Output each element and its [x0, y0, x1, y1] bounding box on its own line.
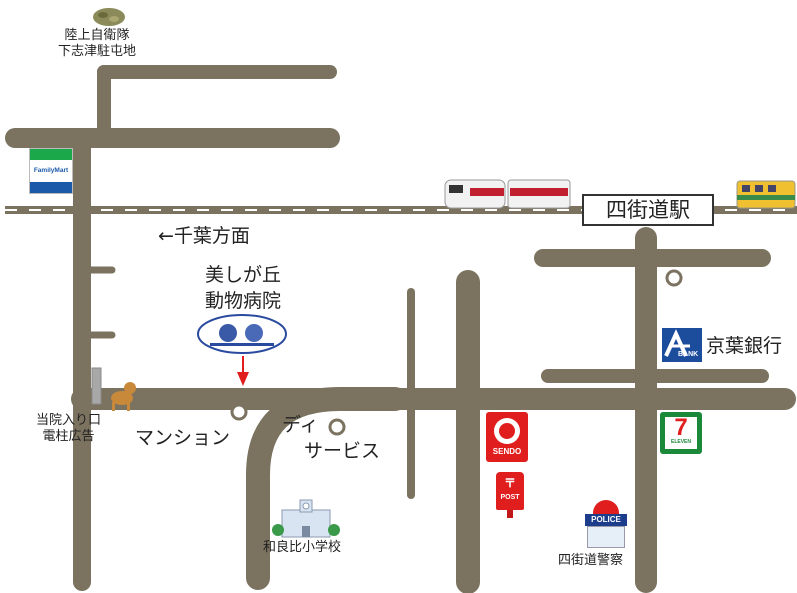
- station-sign: 四街道駅: [582, 194, 714, 226]
- landmark-circle-station-area: [665, 269, 683, 287]
- clinic-name-label: 美しが丘 動物病院: [204, 264, 281, 312]
- seven-eleven-logo-icon: 7 ELEVEN: [660, 412, 702, 454]
- school-building-icon: [272, 499, 340, 538]
- police-station-icon: POLICE: [585, 500, 627, 548]
- dog-icon: [111, 382, 136, 411]
- familymart-logo-icon: FamilyMart: [29, 148, 73, 194]
- road-curve: [246, 387, 407, 590]
- bank-label: 京葉銀行: [706, 335, 783, 357]
- red-train-icon: [444, 179, 571, 209]
- clinic-emblem-icon: [196, 313, 288, 355]
- road-network: [5, 65, 796, 593]
- clinic-pointer-arrow: [237, 356, 249, 386]
- landmark-markers: [230, 269, 683, 436]
- day-service-label-2: サービス: [304, 440, 381, 462]
- yellow-train-icon: [736, 180, 796, 209]
- day-service-label-1: ディ: [282, 414, 319, 436]
- mansion-label: マンション: [135, 427, 231, 449]
- police-label: 四街道警察: [558, 553, 624, 568]
- jsdf-label: 陸上自衛隊 下志津駐屯地: [58, 28, 137, 59]
- chiba-direction-label: ←千葉方面: [158, 225, 250, 247]
- post-box-icon: 〒 POST: [496, 472, 524, 510]
- landmark-circle-dayservice: [328, 418, 346, 436]
- pole-ad-label: 当院入り口 電柱広告: [36, 413, 102, 444]
- utility-pole-icon: [91, 367, 102, 405]
- keiyo-bank-logo-icon: BANK: [662, 328, 702, 362]
- military-cap-icon: [93, 8, 125, 26]
- landmark-circle-mansion: [230, 403, 248, 421]
- post-box-stand: [507, 510, 513, 518]
- school-label: 和良比小学校: [263, 540, 342, 555]
- sendo-logo-icon: SENDO: [486, 412, 528, 462]
